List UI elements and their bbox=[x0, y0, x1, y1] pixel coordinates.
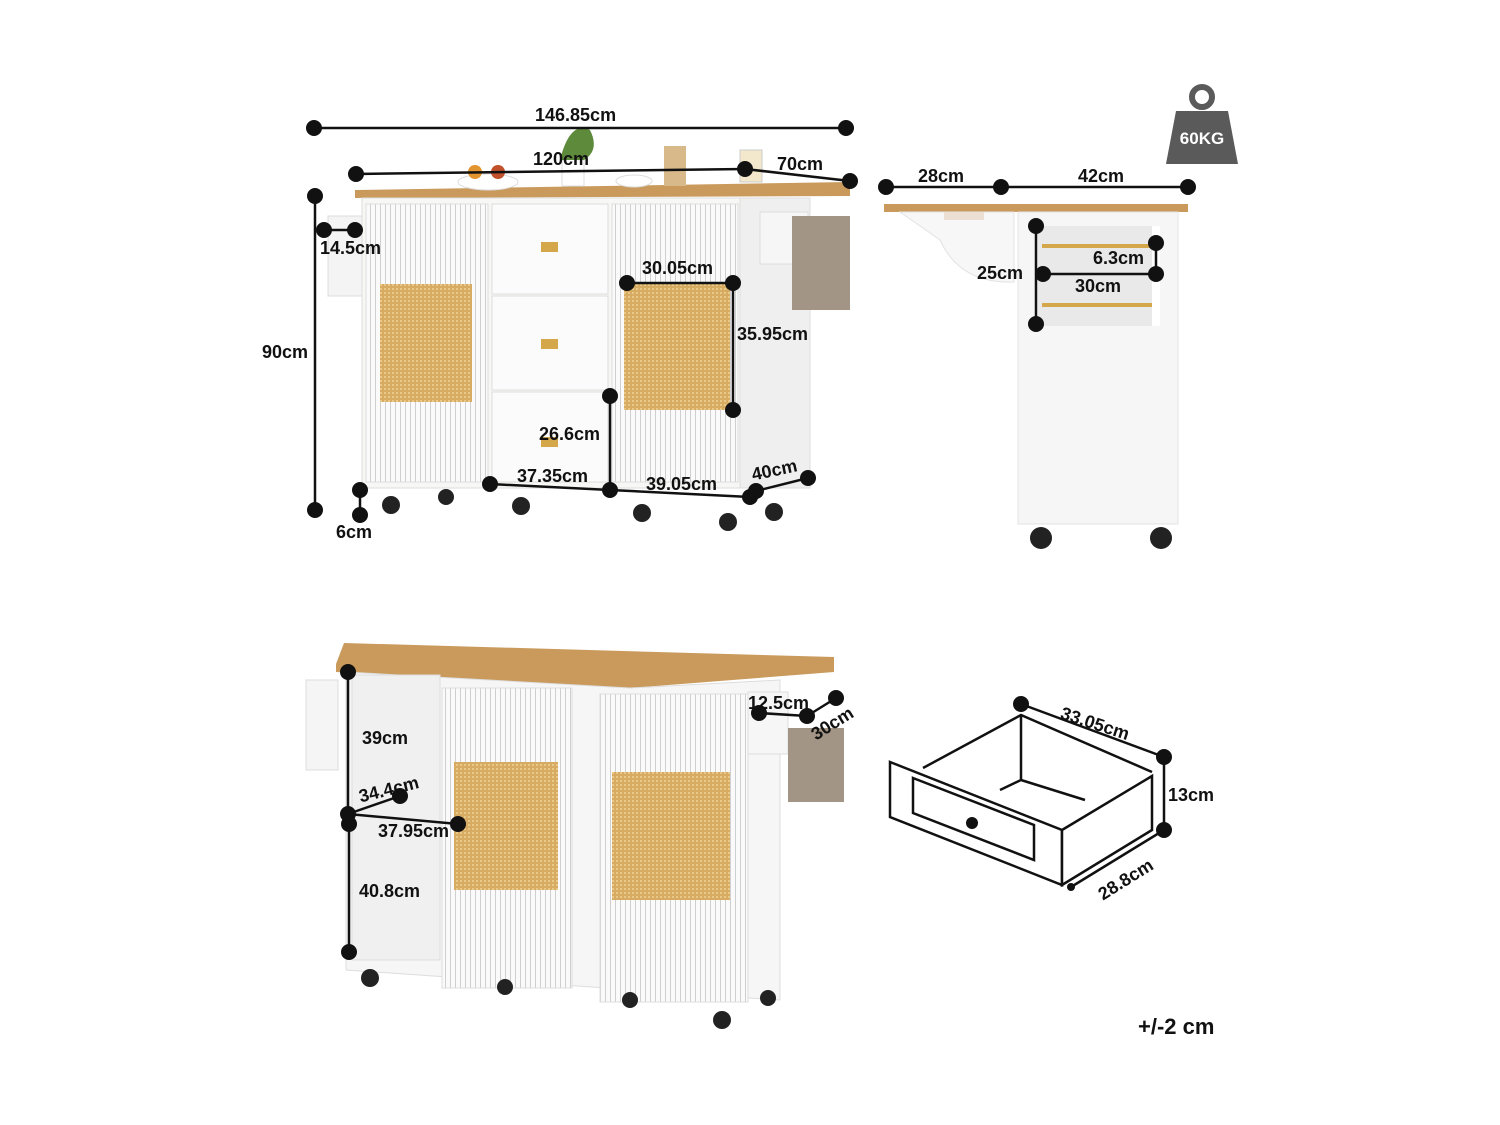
drawer-height-dim-label: 13cm bbox=[1168, 785, 1215, 805]
front-view-cabinet bbox=[327, 128, 850, 531]
upper-height-label: 39cm bbox=[362, 728, 409, 748]
drawer-line-drawing bbox=[888, 713, 1154, 888]
rattan-height-label: 35.95cm bbox=[737, 324, 809, 344]
overall-width-label: 146.85cm bbox=[535, 105, 617, 125]
leaf-width-label: 28cm bbox=[918, 166, 965, 186]
back-view-cabinet bbox=[305, 643, 844, 1029]
weight-icon bbox=[1166, 84, 1238, 164]
drawer-dimension-lines bbox=[1012, 695, 1173, 889]
shelf-height-label: 25cm bbox=[977, 263, 1024, 283]
center-width-label: 37.35cm bbox=[517, 466, 589, 486]
shelf-depth-label: 30cm bbox=[1075, 276, 1122, 296]
height-label: 90cm bbox=[262, 342, 309, 362]
door-width-label: 39.05cm bbox=[646, 474, 718, 494]
towel-offset-label: 12.5cm bbox=[748, 693, 810, 713]
shelf-gap-label: 6.3cm bbox=[1093, 248, 1145, 268]
weight-capacity-label: 60KG bbox=[1179, 129, 1225, 148]
side-dimension-lines bbox=[877, 178, 1197, 333]
top-width-label: 120cm bbox=[533, 149, 590, 169]
rattan-width-label: 30.05cm bbox=[642, 258, 714, 278]
tolerance-note: +/-2 cm bbox=[1138, 1014, 1215, 1039]
back-dimension-lines bbox=[339, 663, 845, 961]
side-rack-label: 14.5cm bbox=[320, 238, 382, 258]
drawer-knob-icon bbox=[966, 817, 978, 829]
body-depth-label: 42cm bbox=[1078, 166, 1125, 186]
caster-height-label: 6cm bbox=[336, 522, 373, 542]
top-depth-label: 70cm bbox=[777, 154, 824, 174]
front-dimension-lines bbox=[305, 119, 859, 524]
lower-height-label: 40.8cm bbox=[359, 881, 421, 901]
open-shelf-width-label: 37.95cm bbox=[378, 821, 450, 841]
drawer-height-label: 26.6cm bbox=[539, 424, 601, 444]
